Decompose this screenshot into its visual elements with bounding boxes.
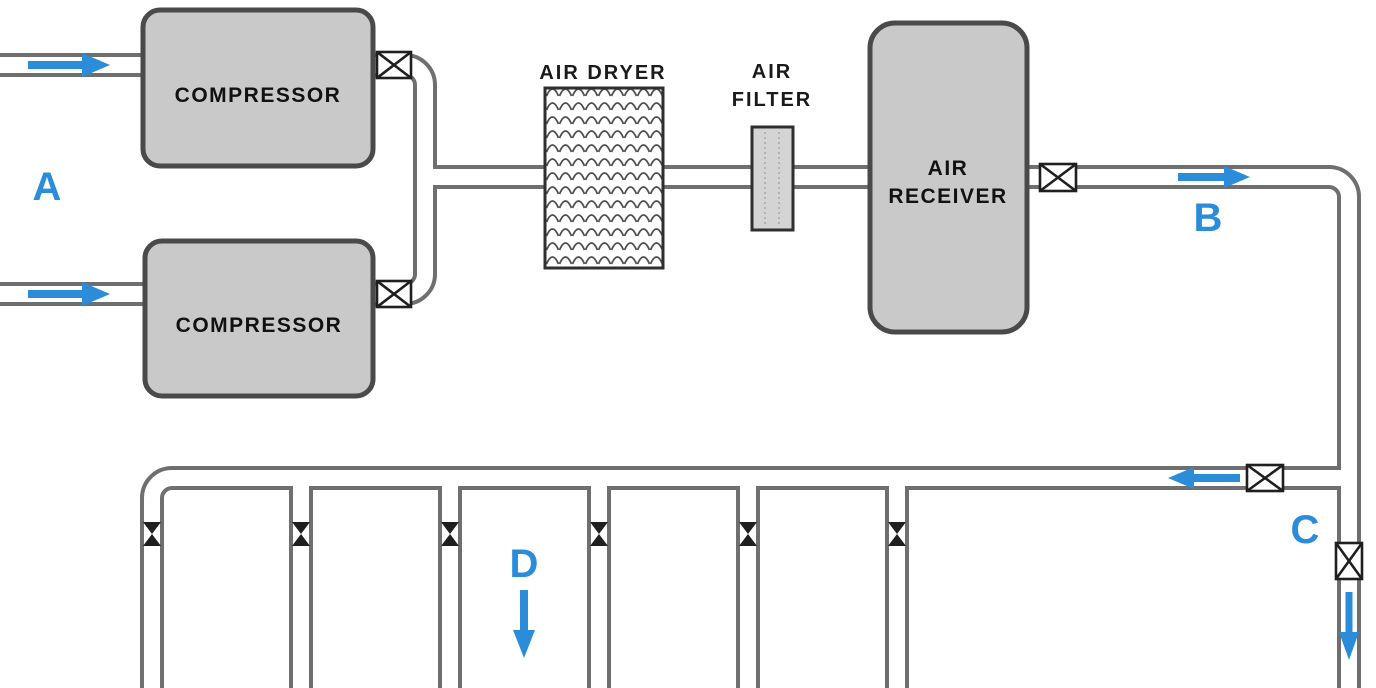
drop-valve-icon-3 <box>441 522 459 546</box>
inlet-flow-arrow-top-icon <box>28 53 110 77</box>
drop-valve-icon-1 <box>143 522 161 546</box>
drop-valve-icon-6 <box>888 522 906 546</box>
air-dryer-desiccant-pattern <box>543 86 665 270</box>
flow-point-c-label: C <box>1291 508 1320 552</box>
compressor-top-label: COMPRESSOR <box>175 84 342 107</box>
compressor-bottom-valve-icon <box>375 279 413 309</box>
air-filter-label-line2: FILTER <box>732 89 813 111</box>
air-filter-label-line1: AIR <box>752 61 792 83</box>
compressor-bottom-box: COMPRESSOR <box>142 238 376 399</box>
air-receiver-label-line1: AIR <box>928 157 969 180</box>
air-dryer-label: AIR DRYER <box>539 62 666 84</box>
air-receiver-tank: AIR RECEIVER <box>867 20 1030 335</box>
header-isolation-valve-icon <box>1245 463 1285 493</box>
riser-outlet-flow-arrow-icon <box>1339 592 1359 660</box>
drop-valves <box>143 522 906 546</box>
compressor-bottom-label: COMPRESSOR <box>176 314 343 337</box>
flow-arrow-d-icon <box>513 590 535 658</box>
riser-drain-valve-icon <box>1334 541 1364 581</box>
drop-valve-icon-2 <box>292 522 310 546</box>
compressor-discharge-manifold <box>370 53 437 306</box>
drop-valve-icon-4 <box>590 522 608 546</box>
flow-arrow-b-icon <box>1178 166 1250 188</box>
air-dryer-unit: AIR DRYER <box>539 62 666 270</box>
compressor-top-valve-icon <box>375 50 413 80</box>
flow-point-b-label: B <box>1194 196 1223 240</box>
flow-point-a-label: A <box>33 165 62 209</box>
air-receiver-label-line2: RECEIVER <box>888 185 1007 208</box>
flow-arrows <box>28 53 1359 660</box>
receiver-outlet-valve-icon <box>1038 162 1078 193</box>
line-valves <box>375 50 1364 581</box>
flow-point-d-label: D <box>510 542 539 586</box>
inlet-flow-arrow-bottom-icon <box>28 282 110 306</box>
drop-valve-icon-5 <box>739 522 757 546</box>
compressor-top-box: COMPRESSOR <box>140 7 376 169</box>
air-filter-unit: AIR FILTER <box>732 61 813 232</box>
flow-arrow-c-icon <box>1168 467 1240 489</box>
